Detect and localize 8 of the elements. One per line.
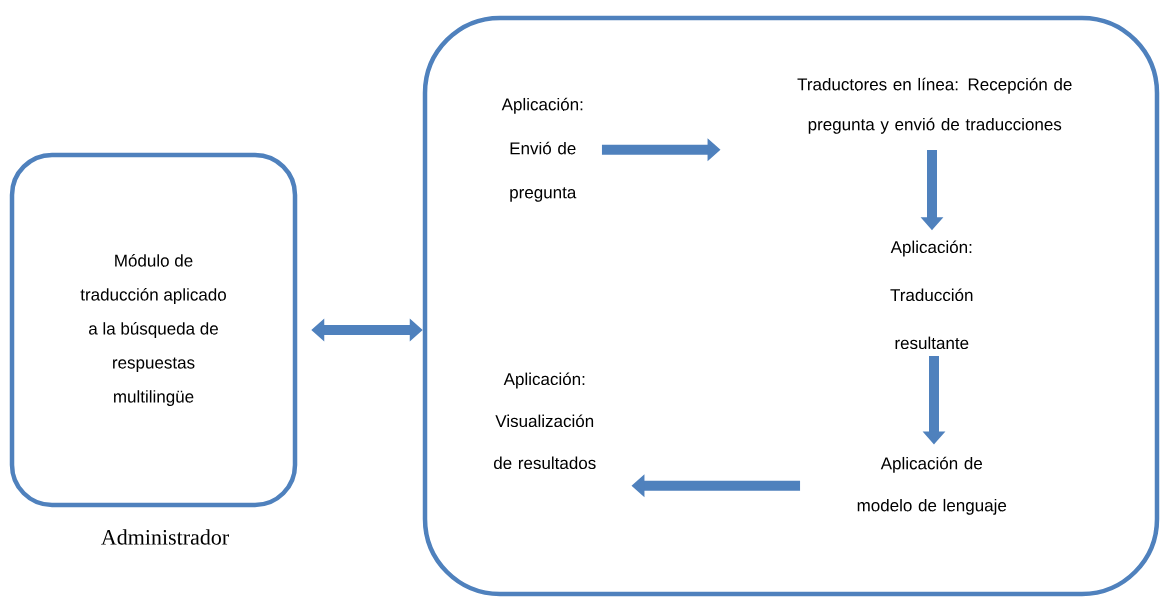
node-label: Administrador <box>101 529 229 545</box>
text-label: Aplicación: Traducción resultante <box>890 240 973 350</box>
text-label: Aplicación de modelo de lenguaje <box>857 456 1007 515</box>
rounded-box: Módulo de traducción aplicado a la búsqueda de respuestas multilingüe <box>9 152 298 508</box>
text-label: Aplicación: Envió de pregunta <box>501 97 583 202</box>
rounded-box <box>422 15 1160 597</box>
text-label: Traductores en línea: Recepción de pregunta y envió de traducciones <box>797 77 1072 134</box>
text-label: Aplicación: Visualización de resultados <box>493 372 596 470</box>
